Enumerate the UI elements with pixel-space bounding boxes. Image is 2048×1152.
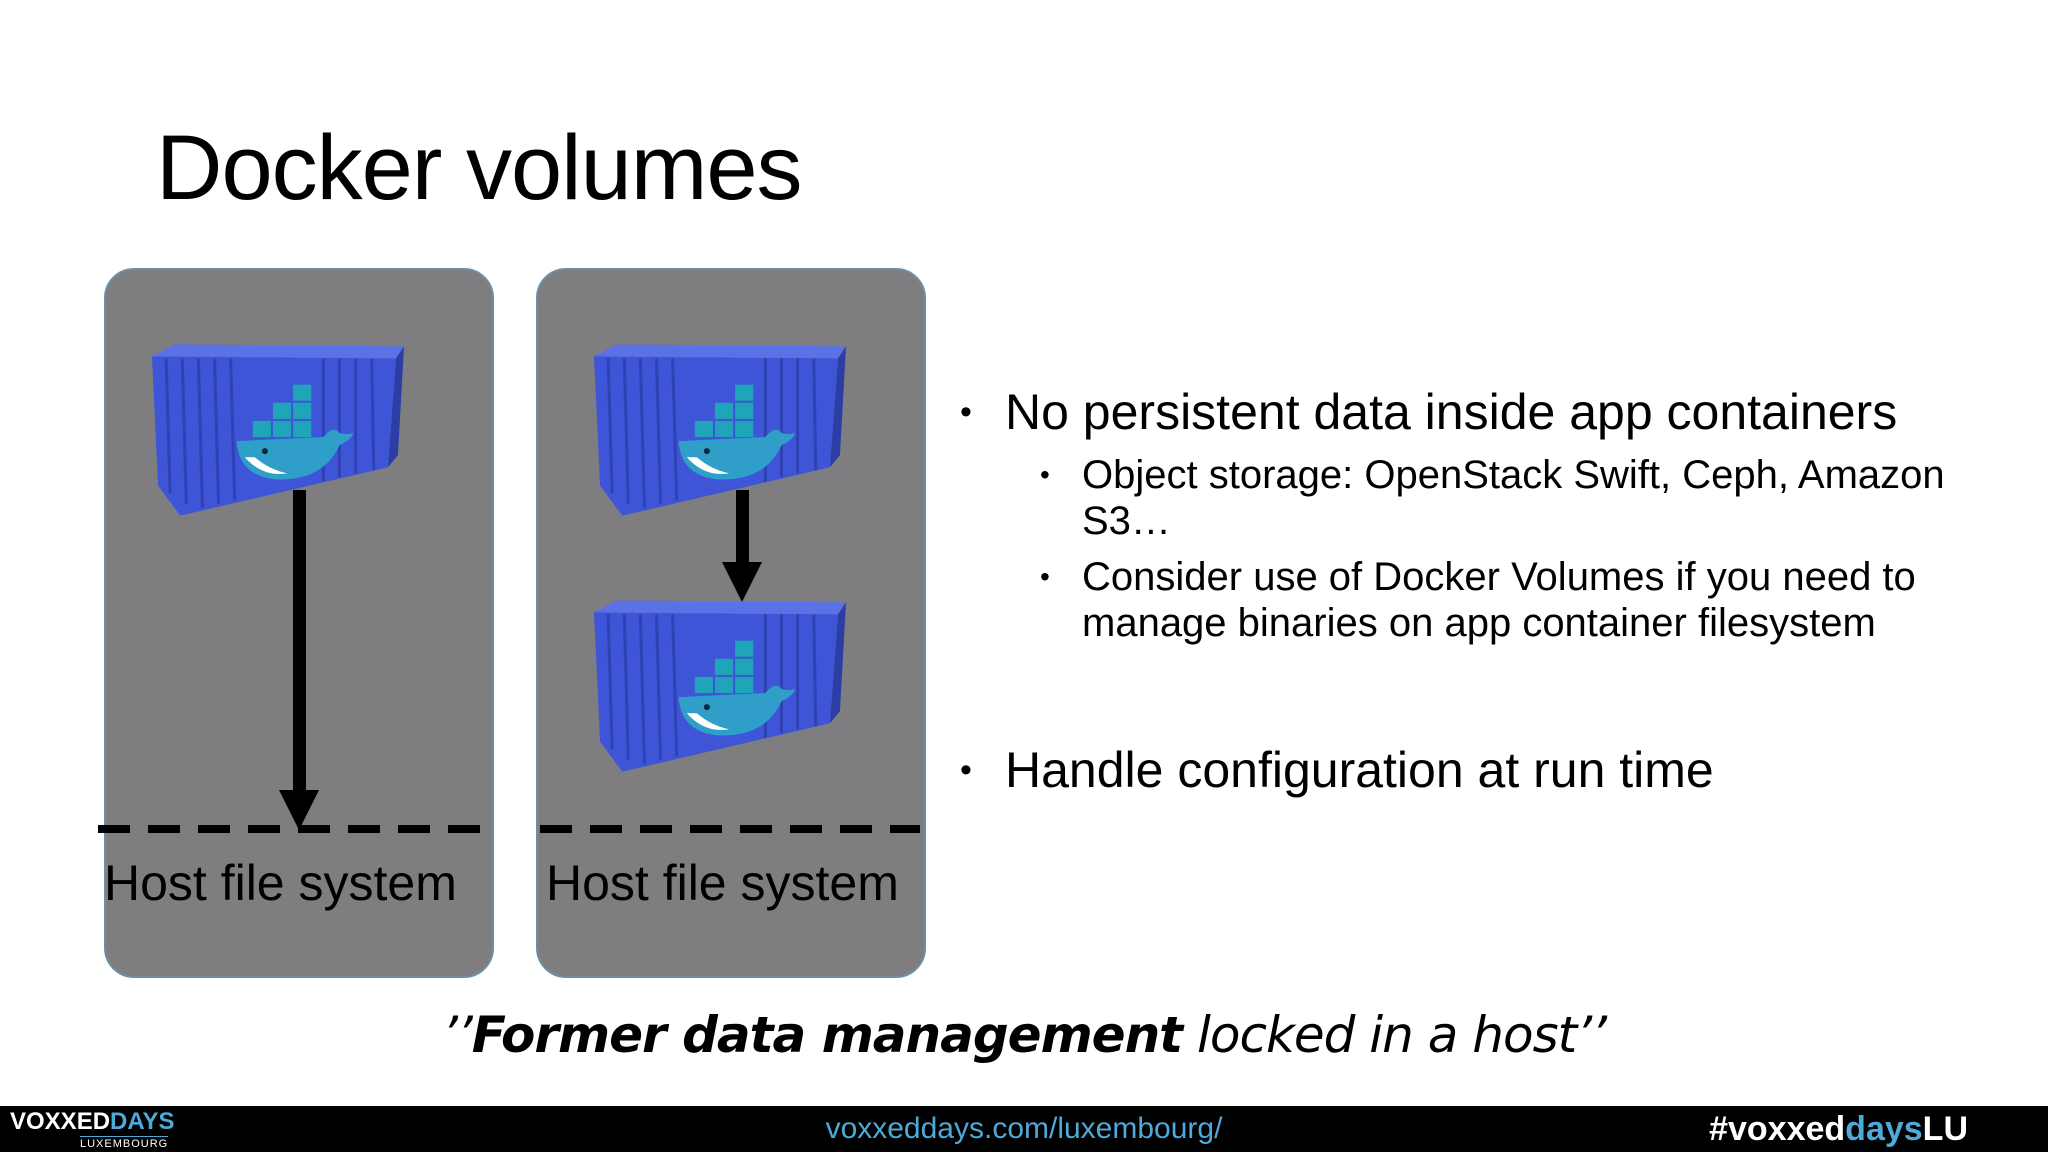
bullet-dot: •: [1040, 459, 1050, 490]
right-dashed-boundary: [540, 825, 920, 833]
quote-italic: locked in a host: [1182, 1006, 1577, 1064]
quote-open: ’’: [441, 1006, 473, 1064]
quote-close: ’’: [1576, 1006, 1607, 1064]
quote-bold: Former data management: [471, 1006, 1183, 1064]
hashtag-pre: #voxxed: [1709, 1110, 1846, 1148]
docker-container-icon: [152, 344, 404, 516]
hashtag-post: LU: [1922, 1110, 1968, 1148]
bullet-text: No persistent data inside app containers: [1005, 384, 1898, 440]
left-arrow-head: [279, 790, 319, 830]
hashtag: #voxxeddaysLU: [1709, 1110, 1968, 1148]
docker-container-icon: [594, 344, 846, 516]
sub-bullet-text: Object storage: OpenStack Swift, Ceph, A…: [1082, 453, 1945, 543]
left-arrow-shaft: [293, 490, 306, 790]
right-host-label: Host file system: [546, 855, 899, 911]
bullet-text: Handle configuration at run time: [1005, 742, 1714, 798]
bullet-dot: •: [960, 393, 972, 431]
bullet-dot: •: [1040, 561, 1050, 592]
slide-title: Docker volumes: [156, 117, 803, 219]
right-arrow-head: [722, 562, 762, 602]
logo-days: DAYS: [110, 1108, 175, 1135]
left-dashed-boundary: [98, 825, 480, 833]
slide-quote: ’’Former data management locked in a hos…: [0, 1005, 2048, 1065]
left-host-label: Host file system: [104, 855, 457, 911]
right-arrow-shaft: [736, 490, 749, 570]
sub-bullet-text: Consider use of Docker Volumes if you ne…: [1082, 555, 1916, 645]
bullet-dot: •: [960, 751, 972, 789]
hashtag-mid: days: [1845, 1110, 1923, 1148]
voxxed-days-logo: VOXXEDDAYS: [10, 1110, 175, 1134]
logo-main: VOXXED: [10, 1108, 111, 1135]
footer-bar: VOXXEDDAYS LUXEMBOURG voxxeddays.com/lux…: [0, 1106, 2048, 1152]
logo-subtitle: LUXEMBOURG: [80, 1136, 169, 1150]
docker-volume-container-icon: [594, 600, 846, 772]
footer-url-link[interactable]: voxxeddays.com/luxembourg/: [825, 1112, 1223, 1145]
